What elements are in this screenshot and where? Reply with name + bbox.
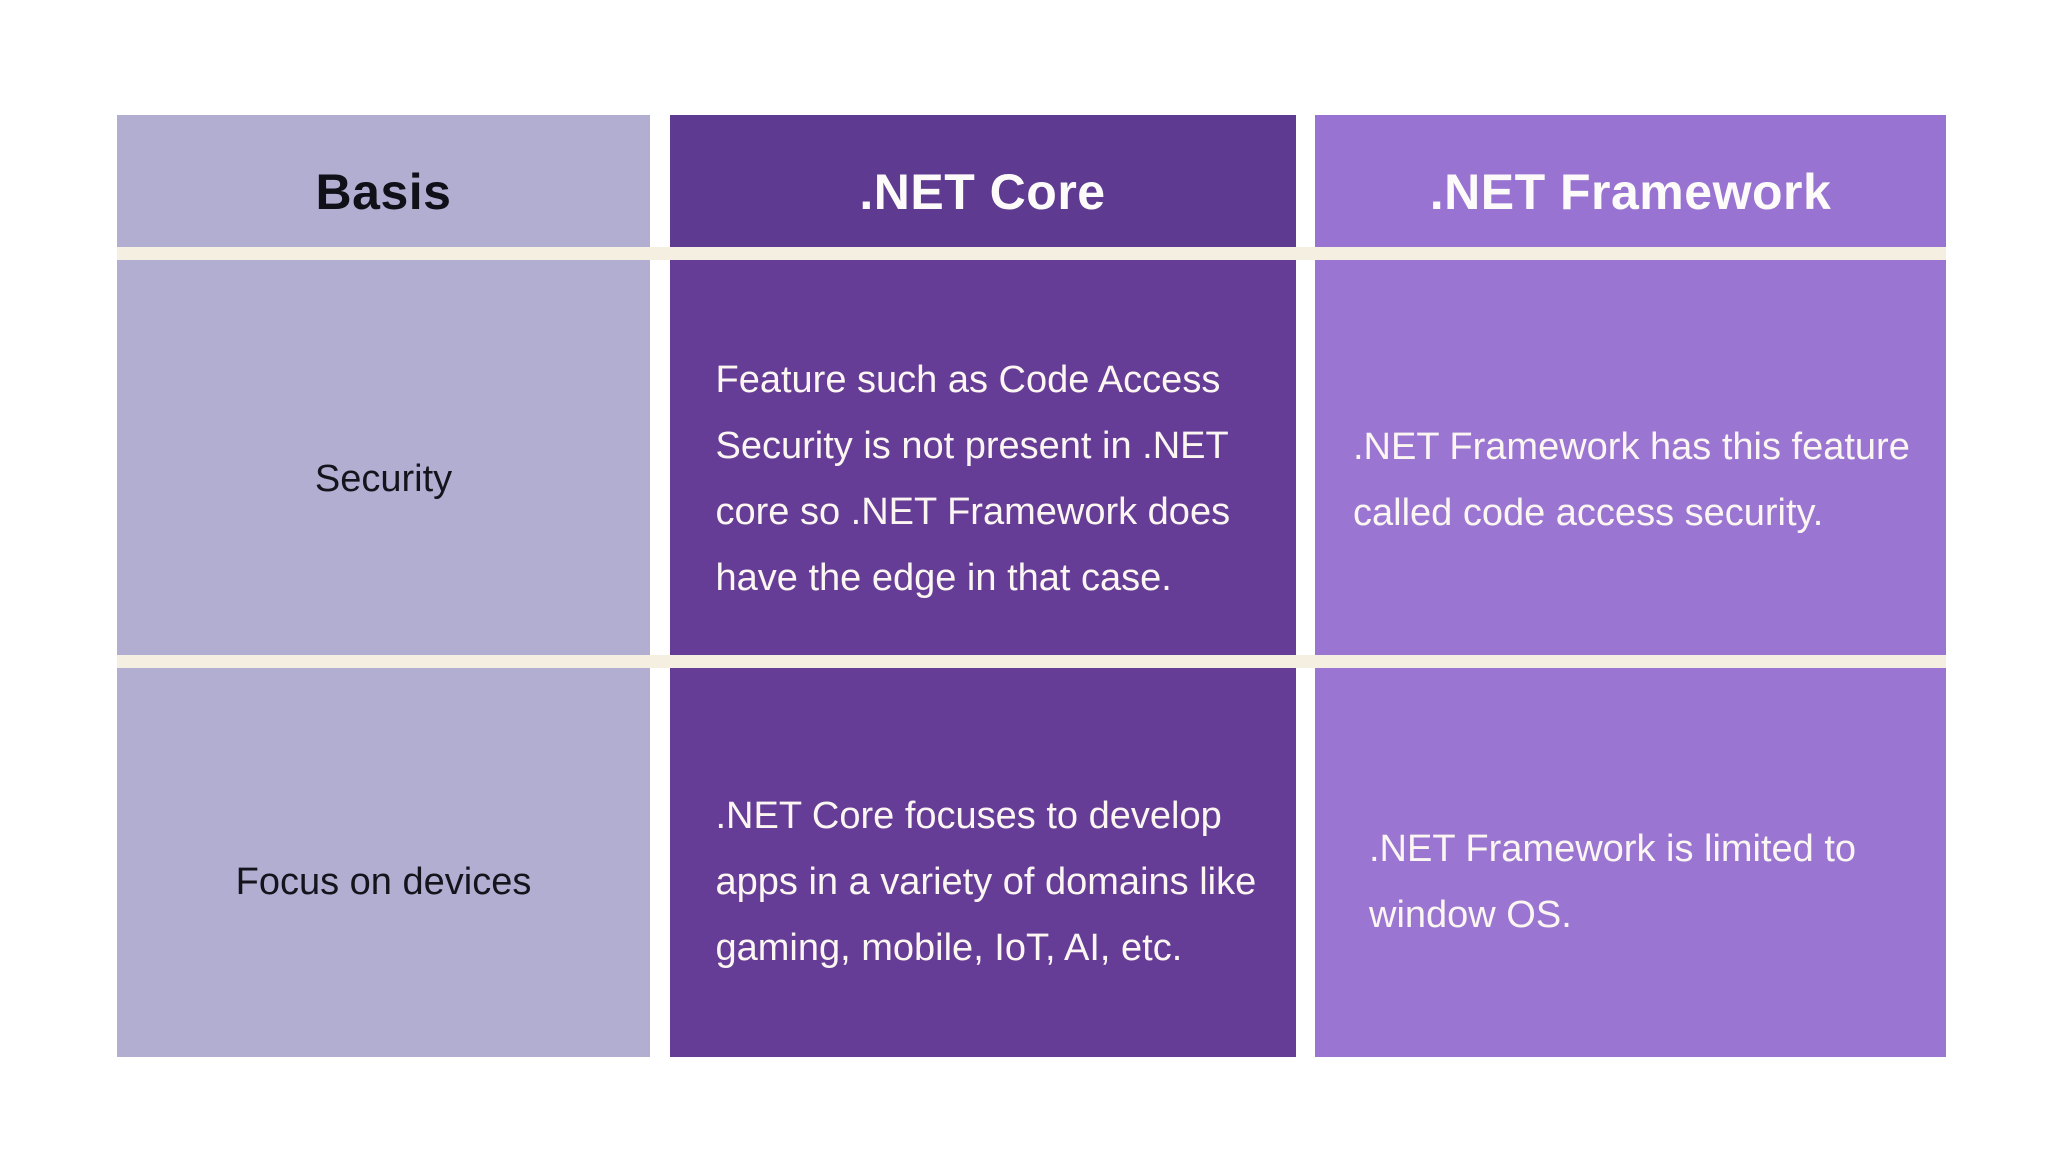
basis-label: Focus on devices [235,860,532,903]
header-label-basis: Basis [315,164,452,220]
cell-basis-security: Security [117,260,650,655]
text-line: have the edge in that case. [715,557,1172,599]
row-divider [117,247,1946,260]
cell-net-core-focus-on-devices: .NET Core focuses to develop apps in a va… [669,668,1296,1057]
header-cell-net-framework: .NET Framework [1315,115,1946,247]
header-cell-net-core: .NET Core [669,115,1296,247]
text-line: Security is not present in .NET [715,425,1229,467]
basis-label: Security [314,458,453,500]
cell-basis-focus-on-devices: Focus on devices [117,668,650,1057]
cell-text: .NET Framework is limited to window OS. [1369,816,1930,948]
cell-net-framework-focus-on-devices: .NET Framework is limited to window OS. [1315,668,1946,1057]
cell-text: .NET Core focuses to develop apps in a va… [716,783,1278,981]
text-line: apps in a variety of domains like [715,860,1257,903]
comparison-table: Basis .NET Core .NET Framework Security … [117,115,1946,1057]
header-label-net-framework: .NET Framework [1429,164,1832,220]
text-line: called code access security. [1353,492,1824,534]
text-line: Feature such as Code Access [715,359,1221,401]
cell-net-framework-security: .NET Framework has this feature called co… [1315,260,1946,655]
cell-text: .NET Framework has this feature called co… [1353,414,1930,546]
text-line: window OS. [1369,893,1572,936]
text-line: .NET Framework is limited to [1369,827,1857,870]
header-cell-basis: Basis [117,115,650,247]
text-line: gaming, mobile, IoT, AI, etc. [715,926,1183,969]
text-line: core so .NET Framework does [715,491,1231,533]
row-divider [117,655,1946,668]
header-label-net-core: .NET Core [859,164,1106,220]
text-line: .NET Core focuses to develop [715,794,1222,837]
text-line: .NET Framework has this feature [1353,426,1910,468]
